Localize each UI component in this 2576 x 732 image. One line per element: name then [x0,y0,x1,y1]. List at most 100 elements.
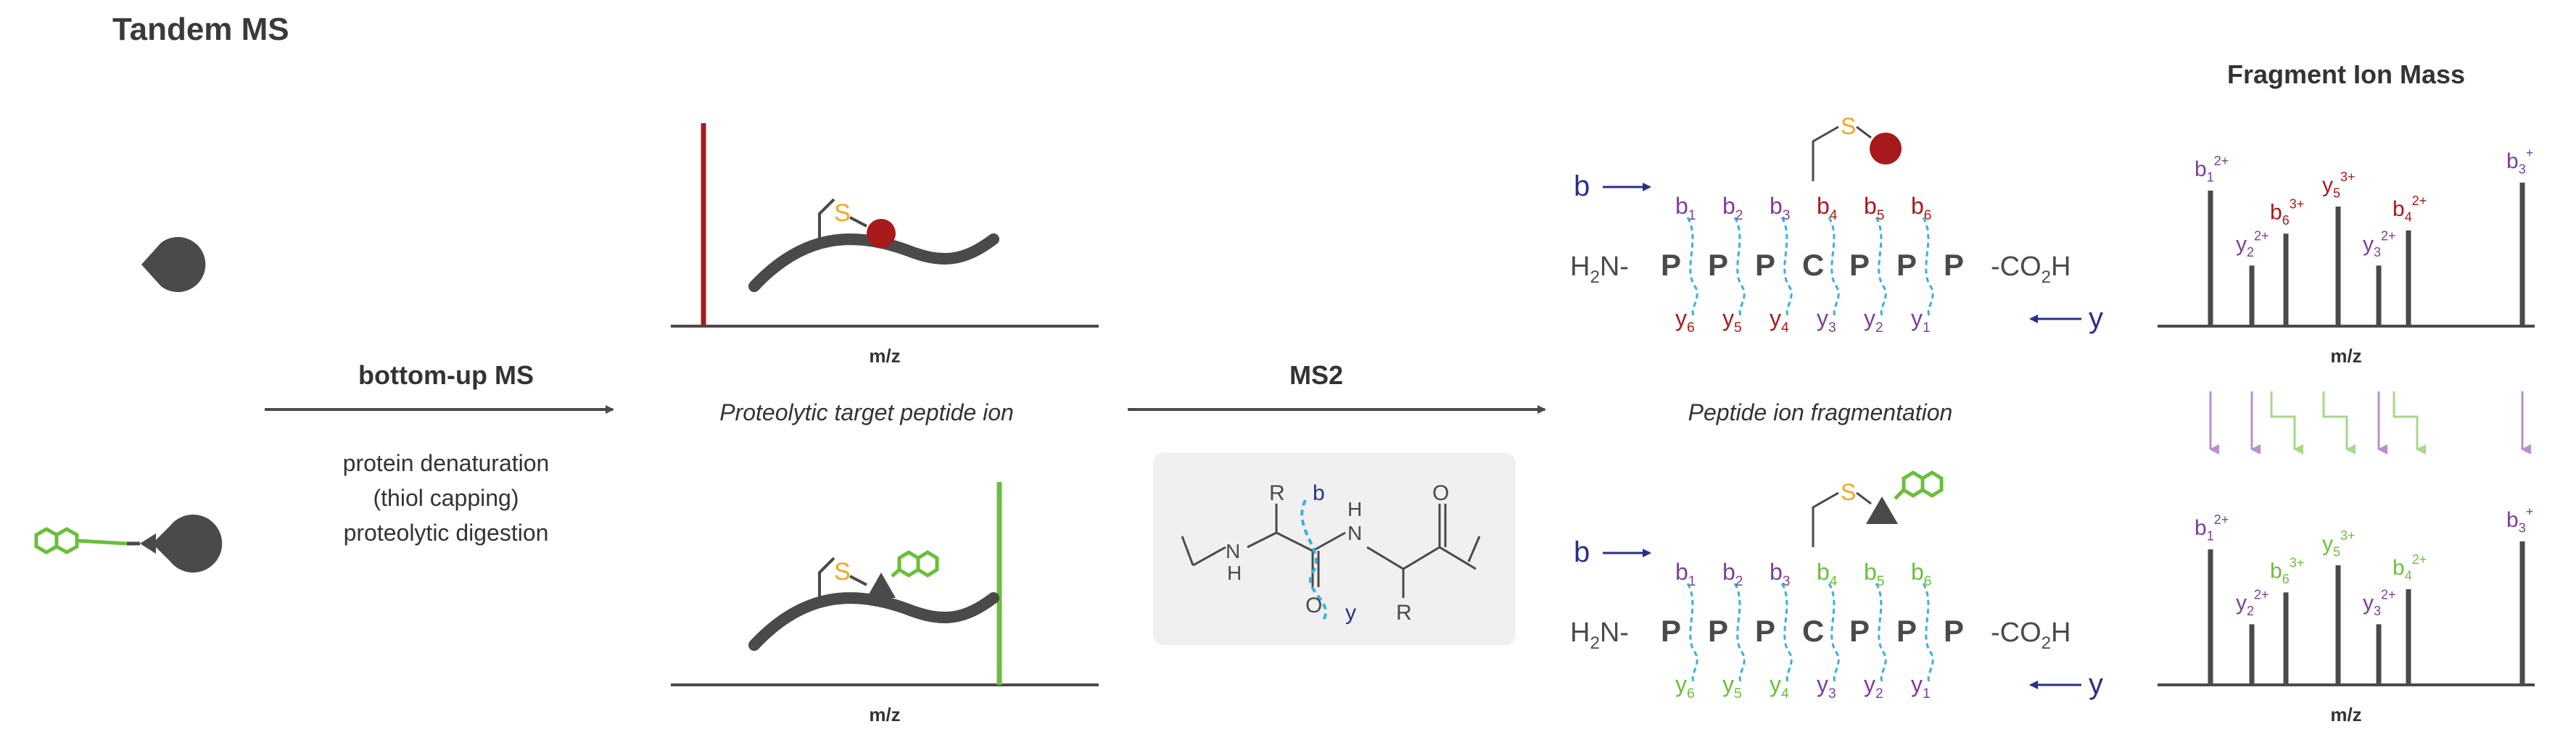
fragment-peak-label-1: b12+ [2195,154,2229,185]
fragment-axis-label: m/z [2330,345,2361,367]
green-shift-arrow [2270,391,2303,454]
b-ion-label-3: b3 [1770,193,1790,223]
structure-b-label: b [1313,481,1325,505]
residue-p-5: P [1849,248,1870,282]
y-ion-label-2: y5 [1722,305,1742,336]
structure-y-label: y [1345,601,1356,625]
residue-p-3: P [1755,248,1775,282]
cleavage-line-5 [1875,583,1887,682]
bottom-up-ms-step: bottom-up MS protein denaturation (thiol… [265,360,614,546]
y-ion-label-5: y2 [1864,305,1883,336]
structure-o2: O [1432,481,1449,505]
probe-labeled-icon [34,515,223,573]
c-terminus: -CO2H [1991,617,2071,653]
structure-nh-right-n: N [1347,522,1362,544]
sulfur-label: S [1841,479,1856,505]
y-direction-label: y [2089,668,2103,700]
ms2-step: MS2 R N H b H N O y R O [1128,360,1546,645]
residue-p-7: P [1944,614,1964,648]
y-ion-label-6: y1 [1911,305,1931,336]
residue-p-2: P [1708,614,1728,648]
cysteine-side-chain [1812,125,1839,181]
cleavage-line-2 [1733,583,1746,682]
green-shift-arrow [2322,391,2356,454]
structure-nh-left-n: N [1226,540,1240,562]
b-ion-label-1: b1 [1675,559,1696,589]
residue-p-6: P [1896,248,1917,282]
step1-note-digestion: proteolytic digestion [344,520,549,546]
b-ion-label-4: b4 [1817,193,1838,223]
cleavage-line-6 [1922,217,1934,316]
b-ion-label-5: b5 [1864,193,1884,223]
b-ion-label-5: b5 [1864,559,1884,589]
b-direction-label: b [1574,170,1590,202]
residue-p-2: P [1708,248,1728,282]
bottom-sulfur-label: S [834,558,851,586]
structure-r1: R [1269,481,1285,505]
b-ion-label-6: b6 [1911,193,1931,223]
page-title: Tandem MS [112,12,289,47]
b-direction-label: b [1574,536,1590,568]
sulfur-label: S [1841,113,1856,139]
y-direction-label: y [2089,302,2103,334]
fragment-peak-label-2: y22+ [2236,228,2269,259]
cleavage-line-3 [1780,217,1793,316]
residue-p-5: P [1849,614,1870,648]
residue-c-4: C [1802,614,1824,648]
fragment-peak-label-6: b42+ [2393,194,2427,225]
ms2-label: MS2 [1289,360,1343,390]
peptide-bond-panel [1153,453,1516,645]
fragment-axis-label: m/z [2330,704,2361,725]
top-axis-label: m/z [869,345,900,367]
cleavage-line-4 [1828,217,1840,316]
residue-p-1: P [1661,248,1681,282]
green-shift-arrow [2393,391,2426,454]
top-sulfur-label: S [834,199,851,227]
b-ion-label-3: b3 [1770,559,1790,589]
fragment-peak-label-3: b63+ [2270,196,2304,228]
precursor-spectra: m/z S Proteolytic target peptide ion m/z… [671,123,1099,725]
residue-c-4: C [1802,248,1824,282]
y-ion-label-2: y5 [1722,671,1742,702]
cleavage-line-4 [1828,583,1840,682]
peptide-ion-unlabeled: S [748,198,999,292]
peptide-ion-labeled: S [748,550,999,651]
step1-note-thiol-capping: (thiol capping) [373,485,519,511]
y-ion-label-4: y3 [1817,671,1836,702]
red-label-icon [867,219,896,248]
c-terminus: -CO2H [1991,251,2071,287]
probe-triangle-icon [1866,496,1898,524]
naphthalene-icon [1902,470,1944,498]
cysteine-side-chain [1812,491,1839,547]
fragment-peak-label-5: y32+ [2363,228,2396,259]
bottom-axis-label: m/z [869,704,900,725]
naphthalene-icon [34,527,79,554]
structure-r2: R [1396,601,1412,625]
y-ion-label-3: y4 [1770,305,1789,336]
fragment-peak-label-1: b12+ [2195,512,2229,544]
structure-nh-left-h: H [1227,562,1242,584]
red-label-icon [1870,133,1902,165]
fragment-peak-label-7: b3+ [2506,504,2533,536]
fragment-peak-label-4: y53+ [2322,528,2356,560]
fragment-peak-label-4: y53+ [2322,170,2356,201]
fragmentation-caption: Peptide ion fragmentation [1688,399,1953,425]
probe-unlabeled-icon [141,237,206,292]
step1-note-denaturation: protein denaturation [343,450,550,476]
b-ion-label-2: b2 [1722,193,1743,223]
cleavage-line-1 [1686,583,1698,682]
fragment-mass-title: Fragment Ion Mass [2227,59,2465,89]
residue-p-7: P [1944,248,1964,282]
y-ion-label-6: y1 [1911,671,1931,702]
b-ion-label-6: b6 [1911,559,1931,589]
cleavage-line-3 [1780,583,1793,682]
peptide-bond-structure [1181,499,1481,621]
fragment-peak-label-3: b63+ [2270,555,2304,586]
b-ion-label-1: b1 [1675,193,1696,223]
n-terminus: H2N- [1570,617,1629,653]
cleavage-line-2 [1733,217,1746,316]
